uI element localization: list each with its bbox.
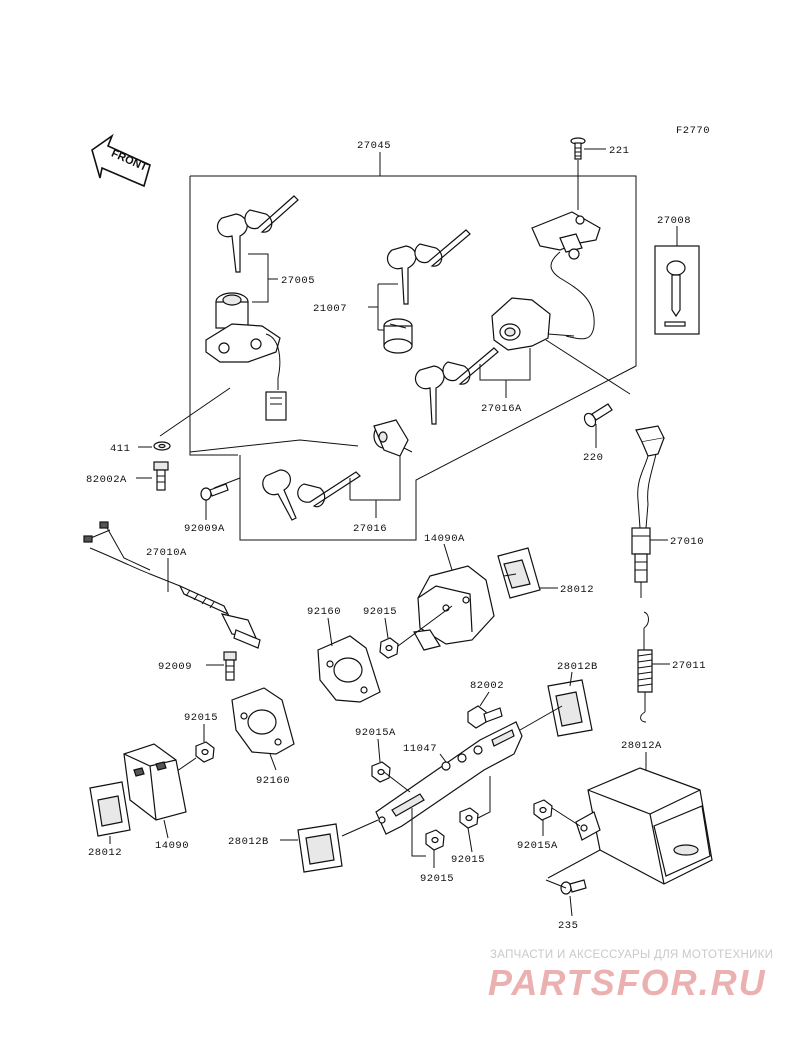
pad-28012B-bottom-icon	[297, 823, 343, 873]
label-28012A: 28012A	[621, 740, 662, 752]
washer-411-icon	[153, 441, 171, 451]
keys-21007-icon	[383, 229, 471, 354]
watermark-logo: PARTSFOR.RU	[488, 962, 767, 1003]
ignition-keys-27005-icon	[217, 195, 299, 273]
ignition-switch-icon	[205, 292, 287, 421]
cover-14090-icon	[123, 743, 187, 821]
screw-92009A-icon	[200, 483, 229, 501]
bracket-11047-icon	[375, 721, 523, 835]
spring-27011-icon	[637, 611, 653, 723]
label-27011: 27011	[672, 660, 706, 672]
label-92009: 92009	[158, 661, 192, 673]
lock-assembly-27016A-icon	[415, 297, 575, 425]
switch-27010A-icon	[83, 521, 261, 649]
pad-28012-bottom-icon	[89, 781, 131, 837]
screw-82002A-icon	[153, 461, 169, 491]
key-card-27008-icon	[654, 245, 700, 335]
label-82002: 82002	[470, 680, 504, 692]
label-28012B-bottom: 28012B	[228, 836, 269, 848]
label-221: 221	[609, 145, 629, 157]
nut-92015-left-icon	[195, 741, 215, 763]
plate-92160-bottom-icon	[231, 687, 295, 755]
label-27008: 27008	[657, 215, 691, 227]
nut-92015-top-icon	[379, 637, 399, 659]
lock-27016-icon	[262, 419, 413, 521]
label-11047: 11047	[403, 743, 437, 755]
label-27016: 27016	[353, 523, 387, 535]
label-14090: 14090	[155, 840, 189, 852]
pad-28012-top-icon	[497, 547, 541, 599]
label-28012-bottom: 28012	[88, 847, 122, 859]
set-bracket-27045	[189, 152, 637, 541]
label-92015A-right: 92015A	[517, 840, 558, 852]
label-27005: 27005	[281, 275, 315, 287]
label-92009A: 92009A	[184, 523, 225, 535]
nut-92015A-mid-icon	[371, 761, 391, 783]
label-92015A-mid: 92015A	[355, 727, 396, 739]
cover-14090A-icon	[413, 565, 495, 651]
switch-27010-icon	[631, 425, 665, 598]
label-220: 220	[583, 452, 603, 464]
screw-220-icon	[583, 403, 613, 428]
screw-221-icon	[570, 137, 586, 160]
label-27010: 27010	[670, 536, 704, 548]
label-235: 235	[558, 920, 578, 932]
label-92015-top: 92015	[363, 606, 397, 618]
label-28012B-top: 28012B	[557, 661, 598, 673]
label-92160-top: 92160	[307, 606, 341, 618]
label-411: 411	[110, 443, 130, 455]
box-28012A-icon	[575, 767, 713, 885]
label-92015-left: 92015	[184, 712, 218, 724]
label-21007: 21007	[313, 303, 347, 315]
label-92015-mid: 92015	[451, 854, 485, 866]
label-14090A: 14090A	[424, 533, 465, 545]
label-92015-bottom: 92015	[420, 873, 454, 885]
bolt-82002-icon	[467, 705, 503, 729]
label-27045: 27045	[357, 140, 391, 152]
label-27016A: 27016A	[481, 403, 522, 415]
plate-92160-top-icon	[317, 635, 381, 703]
label-28012-top: 28012	[560, 584, 594, 596]
screw-92009-icon	[223, 651, 237, 681]
label-82002A: 82002A	[86, 474, 127, 486]
nut-92015A-right-icon	[533, 799, 553, 821]
nut-92015-mid-icon	[459, 807, 479, 829]
label-27010A: 27010A	[146, 547, 187, 559]
figure-code: F2770	[676, 125, 710, 137]
seat-lock-bracket-icon	[531, 211, 601, 340]
pad-28012B-top-icon	[547, 679, 593, 737]
watermark-tagline: ЗАПЧАСТИ И АКСЕССУАРЫ ДЛЯ МОТОТЕХНИКИ	[490, 949, 774, 961]
label-92160-bottom: 92160	[256, 775, 290, 787]
nut-92015-bottom-icon	[425, 829, 445, 851]
front-arrow-icon: FRONT	[91, 133, 151, 188]
